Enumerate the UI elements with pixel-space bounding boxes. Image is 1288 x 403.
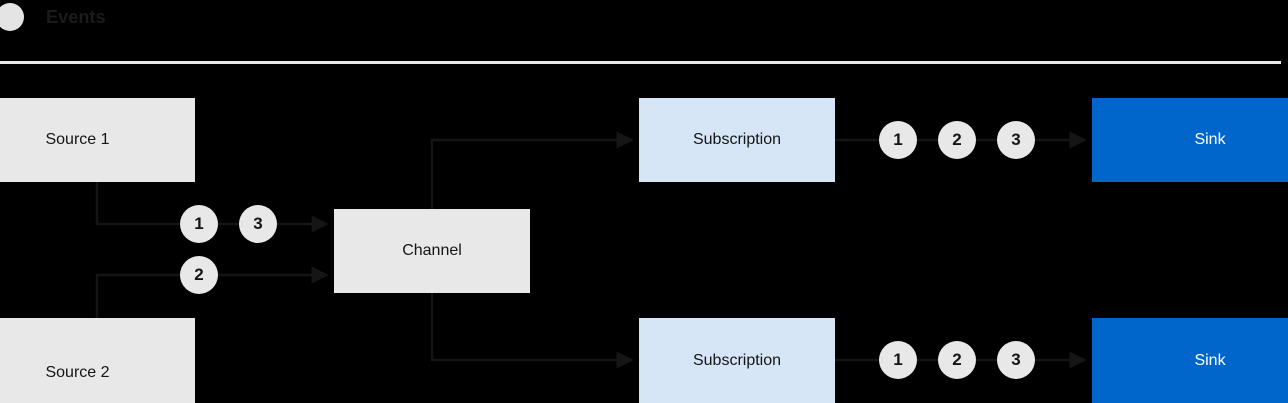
- node-subscription-top[interactable]: Subscription: [639, 98, 835, 182]
- event-token: 1: [879, 341, 917, 379]
- node-channel[interactable]: Channel: [334, 209, 530, 293]
- event-token: 3: [239, 205, 277, 243]
- header-divider: [0, 61, 1281, 64]
- node-source-2[interactable]: Source 2: [0, 318, 195, 403]
- event-token: 3: [997, 341, 1035, 379]
- node-sink-bottom[interactable]: Sink: [1092, 318, 1288, 403]
- node-source-1[interactable]: Source 1: [0, 98, 195, 182]
- event-token: 2: [938, 121, 976, 159]
- event-token: 2: [180, 256, 218, 294]
- node-sink-top[interactable]: Sink: [1092, 98, 1288, 182]
- event-token: 1: [879, 121, 917, 159]
- event-token: 2: [938, 341, 976, 379]
- event-token: 1: [180, 205, 218, 243]
- circle-icon: [0, 3, 24, 31]
- page-title: Events: [46, 7, 106, 27]
- node-subscription-bottom[interactable]: Subscription: [639, 318, 835, 403]
- event-token: 3: [997, 121, 1035, 159]
